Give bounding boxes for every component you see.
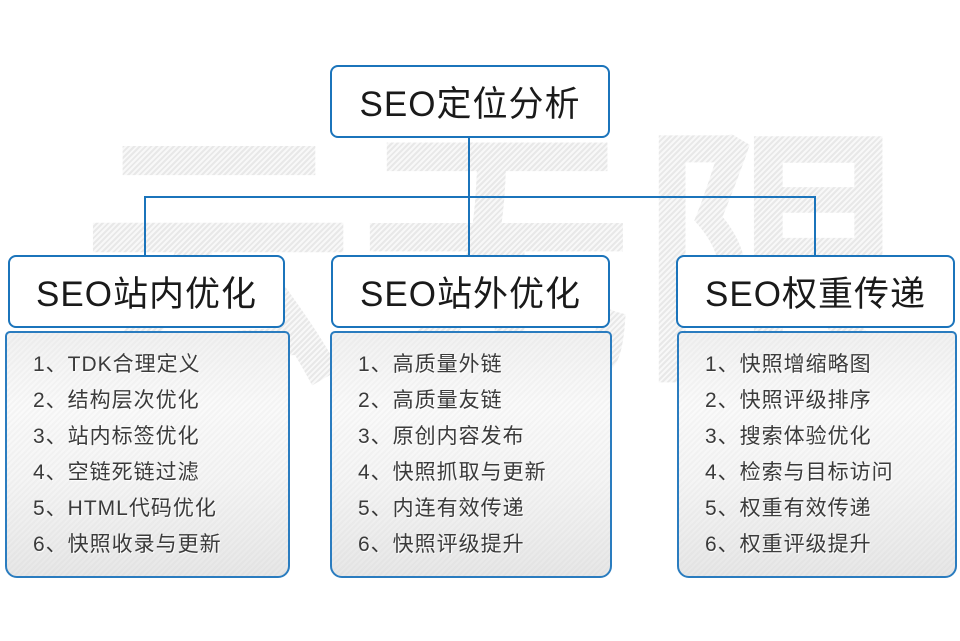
panel-offsite-list: 1、高质量外链 2、高质量友链 3、原创内容发布 4、快照抓取与更新 5、内连有… xyxy=(332,333,610,563)
list-item: 3、搜索体验优化 xyxy=(705,425,872,448)
column-header-weight: SEO权重传递 xyxy=(676,255,955,328)
panel-onsite: 1、TDK合理定义 2、结构层次优化 3、站内标签优化 4、空链死链过滤 5、H… xyxy=(5,331,290,578)
list-item: 4、空链死链过滤 xyxy=(33,461,200,484)
connector-root-stem xyxy=(468,137,470,197)
list-item: 4、快照抓取与更新 xyxy=(358,461,547,484)
list-item: 5、权重有效传递 xyxy=(705,497,872,520)
list-item: 3、站内标签优化 xyxy=(33,425,200,448)
root-node-title: SEO定位分析 xyxy=(359,85,581,124)
panel-onsite-list: 1、TDK合理定义 2、结构层次优化 3、站内标签优化 4、空链死链过滤 5、H… xyxy=(7,333,288,563)
list-item: 6、快照收录与更新 xyxy=(33,533,222,556)
root-node: SEO定位分析 xyxy=(330,65,610,138)
list-item: 2、结构层次优化 xyxy=(33,389,200,412)
connector-drop-left xyxy=(144,196,146,256)
list-item: 2、快照评级排序 xyxy=(705,389,872,412)
list-item: 3、原创内容发布 xyxy=(358,425,525,448)
list-item: 5、HTML代码优化 xyxy=(33,497,217,520)
connector-drop-mid xyxy=(468,196,470,256)
list-item: 1、高质量外链 xyxy=(358,353,503,376)
list-item: 4、检索与目标访问 xyxy=(705,461,894,484)
list-item: 2、高质量友链 xyxy=(358,389,503,412)
column-header-offsite-title: SEO站外优化 xyxy=(360,275,581,314)
column-header-onsite: SEO站内优化 xyxy=(8,255,285,328)
list-item: 5、内连有效传递 xyxy=(358,497,525,520)
panel-weight: 1、快照增缩略图 2、快照评级排序 3、搜索体验优化 4、检索与目标访问 5、权… xyxy=(677,331,957,578)
panel-weight-list: 1、快照增缩略图 2、快照评级排序 3、搜索体验优化 4、检索与目标访问 5、权… xyxy=(679,333,955,563)
column-header-weight-title: SEO权重传递 xyxy=(705,275,926,314)
connector-drop-right xyxy=(814,196,816,256)
list-item: 1、TDK合理定义 xyxy=(33,353,201,376)
connector-rail xyxy=(144,196,816,198)
column-header-onsite-title: SEO站内优化 xyxy=(36,275,257,314)
list-item: 1、快照增缩略图 xyxy=(705,353,872,376)
panel-offsite: 1、高质量外链 2、高质量友链 3、原创内容发布 4、快照抓取与更新 5、内连有… xyxy=(330,331,612,578)
list-item: 6、权重评级提升 xyxy=(705,533,872,556)
list-item: 6、快照评级提升 xyxy=(358,533,525,556)
column-header-offsite: SEO站外优化 xyxy=(331,255,610,328)
